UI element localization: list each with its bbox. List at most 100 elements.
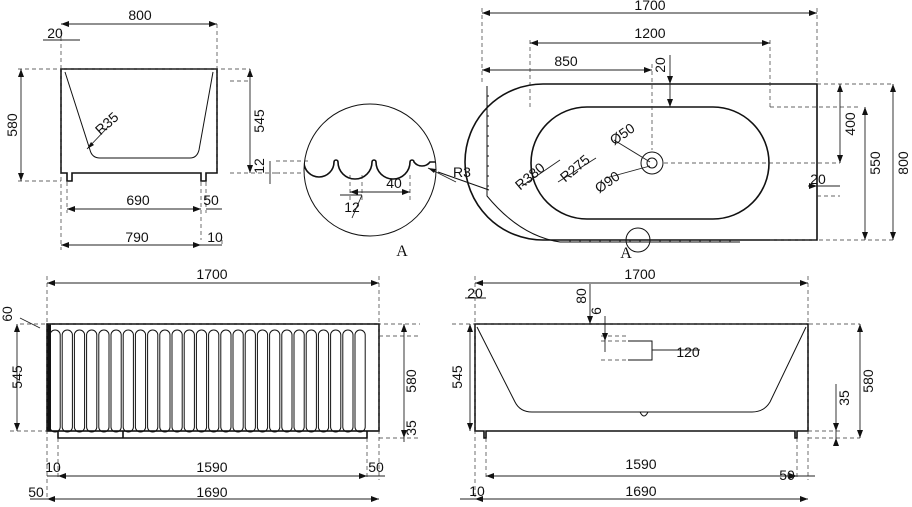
flute-rib (354, 329, 366, 433)
dim-back-35: 35 (836, 390, 852, 406)
back-view-overflow (628, 340, 653, 361)
top-view-dimension-lines (482, 12, 894, 240)
side-view-outline (60, 68, 218, 182)
flute-rib (293, 329, 305, 433)
dim-drain-90: Ø90 (592, 168, 623, 196)
dim-back-rim: 20 (467, 285, 483, 301)
side-view-extension-lines (18, 24, 280, 250)
flute-rib (122, 329, 134, 433)
front-view-extension-lines (10, 276, 420, 500)
top-view-outline (464, 83, 818, 241)
flute-rib (86, 329, 98, 433)
dim-side-width: 800 (128, 7, 152, 23)
dim-back-10: 10 (469, 483, 485, 499)
front-view-plinth (57, 431, 368, 439)
dim-front-length: 1700 (196, 266, 227, 282)
dim-side-foot: 12 (251, 158, 267, 174)
dim-front-10: 10 (45, 459, 61, 475)
dim-back-545: 545 (449, 365, 465, 389)
detail-a-label: A (396, 243, 408, 260)
detail-a-flute-profile (304, 159, 436, 180)
flute-rib (244, 329, 256, 433)
flute-rib (195, 329, 208, 433)
dim-front-580: 580 (403, 369, 419, 393)
flute-rib (110, 329, 122, 433)
dim-top-side-rim: 20 (810, 171, 826, 187)
flute-rib (171, 329, 183, 433)
top-view-inner-basin (530, 106, 770, 220)
flute-rib (232, 329, 244, 433)
flute-rib (134, 329, 147, 433)
dim-back-120: 120 (676, 344, 700, 360)
back-view-dimension-lines (460, 282, 861, 500)
top-view-detail-label: A (620, 245, 632, 262)
dim-detail-pitch: 40 (386, 175, 402, 191)
dim-back-580: 580 (860, 369, 876, 393)
flute-rib (305, 329, 317, 433)
dim-top-basin-length: 1200 (634, 25, 665, 41)
side-view-dimension-lines (20, 23, 271, 246)
dim-front-1590: 1590 (196, 459, 227, 475)
detail-a-dimension-lines (340, 167, 457, 219)
dim-back-50: 50 (779, 467, 795, 483)
detail-a-circle (303, 103, 437, 237)
top-view: 1700 1200 850 20 400 550 800 20 R380 R27… (464, 0, 911, 262)
top-view-flute-ticks (487, 95, 731, 242)
dim-top-length: 1700 (634, 0, 665, 13)
flute-rib (183, 329, 195, 433)
dim-side-50: 50 (203, 192, 219, 208)
flute-rib (317, 329, 330, 433)
detail-a: R3 40 12 A (276, 103, 490, 260)
dim-front-545: 545 (9, 365, 25, 389)
dim-top-drain-offset: 850 (554, 53, 578, 69)
flute-rib (49, 329, 61, 433)
dim-top-rim: 20 (652, 57, 668, 73)
flute-rib (281, 329, 293, 433)
dim-top-400: 400 (842, 112, 858, 136)
dim-drain-50: Ø50 (607, 120, 638, 148)
side-view: 800 20 580 545 12 690 50 790 10 R35 (4, 7, 280, 250)
back-view-inner-basin (476, 326, 807, 413)
dim-front-35: 35 (403, 420, 419, 436)
flute-rib (208, 329, 220, 433)
front-view: 1700 60 545 580 35 10 1590 50 50 1690 (0, 266, 420, 502)
detail-a-leader (437, 171, 490, 191)
dim-detail-radius: R3 (453, 164, 471, 180)
drain-inner (646, 157, 658, 169)
dim-side-base: 690 (126, 192, 150, 208)
flute-rib (269, 329, 281, 433)
dim-back-80: 80 (573, 288, 589, 304)
dim-back-6: 6 (588, 307, 604, 315)
dim-side-rim: 20 (47, 25, 63, 41)
dim-front-50-left: 50 (28, 484, 44, 500)
detail-a-extension-lines (276, 160, 411, 200)
dim-side-radius: R35 (92, 109, 122, 138)
dim-side-10: 10 (207, 229, 223, 245)
back-view-extension-lines (452, 276, 860, 500)
dim-back-1690: 1690 (625, 483, 656, 499)
flute-rib (147, 329, 159, 433)
dim-top-outer-radius: R380 (512, 159, 548, 193)
dim-back-length: 1700 (624, 266, 655, 282)
flute-rib (256, 329, 269, 433)
dim-back-1590: 1590 (625, 456, 656, 472)
dim-top-inner-radius: R275 (557, 151, 593, 185)
dim-front-1690: 1690 (196, 484, 227, 500)
flute-rib (330, 329, 342, 433)
dim-side-inner-height: 545 (251, 109, 267, 133)
flute-rib (159, 329, 171, 433)
flute-rib (98, 329, 110, 433)
top-view-fluted-edge (486, 86, 740, 243)
top-view-extension-lines (481, 8, 893, 241)
side-view-inner-basin (64, 71, 214, 159)
dim-front-50-right: 50 (368, 459, 384, 475)
dim-detail-depth: 12 (344, 199, 360, 215)
flute-rib (61, 329, 73, 433)
dim-front-60: 60 (0, 306, 15, 322)
back-view: 1700 20 80 6 120 545 580 35 1590 50 10 1… (449, 266, 876, 502)
dim-top-550: 550 (867, 151, 883, 175)
dim-side-overall-base: 790 (125, 229, 149, 245)
back-view-drain-nub (639, 411, 649, 417)
front-view-edge-band (47, 324, 51, 431)
